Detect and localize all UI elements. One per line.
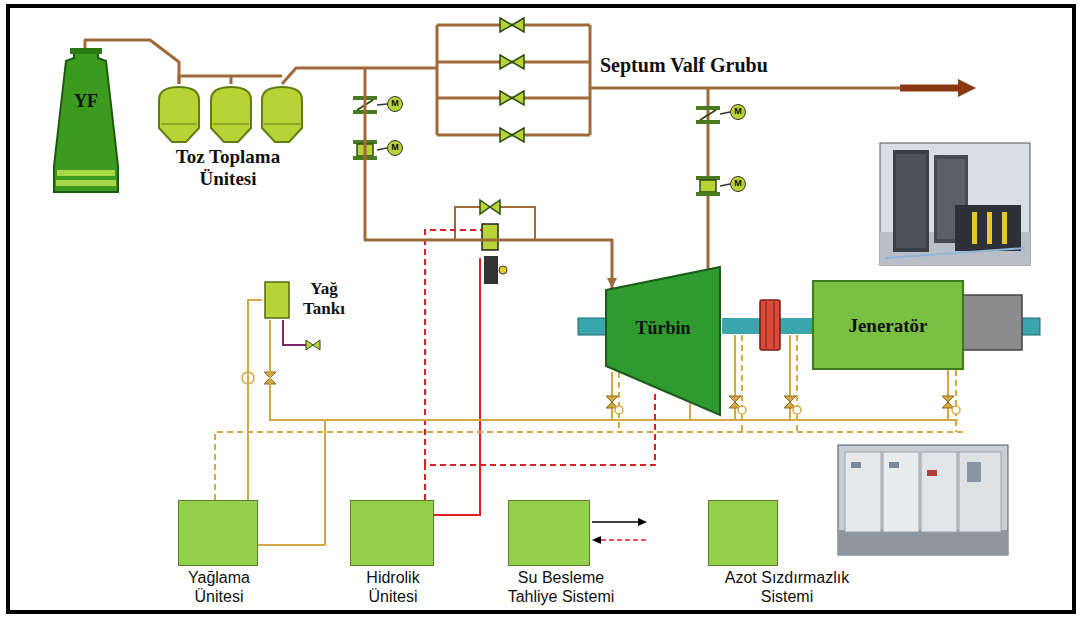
hydraulic-unit: Hidrolik Ünitesi	[350, 500, 434, 566]
text-holder: Jeneratör	[814, 282, 962, 368]
collector-seam	[161, 124, 197, 125]
node-label: Azot Sızdırmazlık Sistemi	[717, 568, 857, 606]
dust-collector	[211, 87, 251, 142]
dust-collector	[159, 87, 199, 142]
lubrication-unit: Yağlama Ünitesi	[178, 500, 258, 566]
connector-line	[258, 392, 690, 545]
furnace-band	[56, 180, 116, 186]
node-label: Yağ Tankı	[296, 279, 352, 319]
arrowhead	[607, 278, 617, 288]
dust-collector	[262, 87, 302, 142]
valve-group-label: Septum Valf Grubu	[600, 53, 768, 77]
hydraulic-line	[425, 392, 655, 500]
node-label: YF	[50, 90, 122, 112]
gas-pipe	[282, 68, 617, 288]
water-supply-unit: Su Besleme Tahliye Sistemi	[508, 500, 590, 566]
text-holder: Toz Toplama Ünitesi	[146, 146, 310, 190]
node-label: Türbin	[604, 317, 722, 339]
text-holder: Yağ Tankı	[296, 279, 352, 319]
tank-body	[265, 282, 289, 318]
turbine-body	[606, 267, 720, 415]
node-label: Hidrolik Ünitesi	[343, 568, 443, 606]
turbine: Türbin	[604, 288, 722, 392]
text-holder: YF	[50, 90, 122, 112]
generator-box: Jeneratör	[812, 280, 964, 370]
node-label: Yağlama Ünitesi	[169, 568, 269, 606]
text-holder: Yağlama Ünitesi	[169, 568, 269, 606]
node-label: Su Besleme Tahliye Sistemi	[499, 568, 623, 606]
text-holder: Türbin	[604, 317, 722, 339]
motor-symbol: M	[387, 96, 403, 112]
text-holder: Azot Sızdırmazlık Sistemi	[717, 568, 857, 606]
nitrogen-seal-unit: Azot Sızdırmazlık Sistemi	[708, 500, 778, 566]
furnace-body	[54, 50, 118, 192]
node-label: Jeneratör	[848, 314, 927, 337]
oil-line	[258, 392, 690, 545]
dust-collector-group: Toz Toplama Ünitesi	[146, 84, 310, 198]
node-shape	[146, 84, 310, 146]
node-shape	[50, 48, 122, 194]
text-holder: Hidrolik Ünitesi	[343, 568, 443, 606]
motor-symbol: M	[387, 140, 403, 156]
oil-line	[248, 300, 262, 500]
blast-furnace: YF	[50, 48, 122, 194]
text-holder: Su Besleme Tahliye Sistemi	[499, 568, 623, 606]
collector-seam	[213, 124, 249, 125]
node-shape	[262, 278, 292, 322]
connector-line	[425, 392, 655, 500]
connector-line	[248, 300, 262, 500]
furnace-band	[57, 170, 115, 176]
node-label: Toz Toplama Ünitesi	[156, 146, 300, 190]
connector-line	[282, 68, 612, 288]
collector-seam	[264, 124, 300, 125]
oil-tank: Yağ Tankı	[262, 278, 354, 322]
node-shape	[604, 266, 722, 416]
furnace-top	[70, 48, 102, 54]
motor-symbol: M	[730, 104, 746, 120]
motor-symbol: M	[730, 176, 746, 192]
